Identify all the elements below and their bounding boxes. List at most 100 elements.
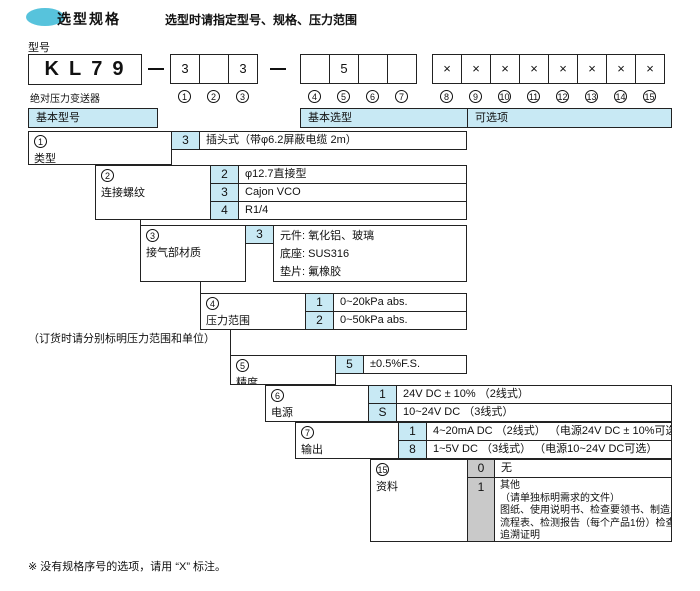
circled-number-icon: 5 [236,359,249,372]
position-marker-7: 7 [395,90,408,103]
desc-cell: 其他 （请单独标明需求的文件） 图纸、使用说明书、检查要领书、制造工艺 流程表、… [494,477,672,542]
model-code-box-12: × [548,54,578,84]
model-number-label: 型号 [28,42,50,54]
desc-cell: 元件: 氧化铝、玻璃 底座: SUS316 垫片: 氟橡胶 [273,225,467,282]
desc-cell: 插头式（带φ6.2屏蔽电缆 2m） [199,131,467,150]
group-label-accuracy: 5 精度 [230,355,336,385]
position-marker-13: 13 [585,90,598,103]
group-label-documents: 15 资料 [370,459,468,542]
model-code-box-9: × [461,54,491,84]
desc-cell: 无 [494,459,672,478]
circled-number-icon: 15 [376,463,389,476]
position-marker-14: 14 [614,90,627,103]
connector-line [200,282,201,293]
group-name: 压力范围 [206,315,250,327]
group-name: 资料 [376,481,398,493]
code-cell: 2 [305,311,334,330]
connector-line [230,330,231,355]
group-name: 精度 [236,377,258,385]
desc-line: 底座: SUS316 [280,248,350,260]
group-name: 连接螺纹 [101,187,145,199]
code-cell: 1 [467,477,495,542]
group-label-thread: 2 连接螺纹 [95,165,211,220]
model-code-box-15: × [635,54,665,84]
model-code-box-2 [199,54,229,84]
position-marker-11: 11 [527,90,540,103]
model-code-box-11: × [519,54,549,84]
dash-separator [270,68,286,70]
code-cell: 1 [398,422,427,441]
desc-cell: 10~24V DC （3线式） [396,403,672,422]
desc-line: 追溯证明 [500,530,540,541]
position-marker-15: 15 [643,90,656,103]
group-name: 输出 [301,444,323,456]
desc-cell: ±0.5%F.S. [363,355,467,374]
model-code-box-13: × [577,54,607,84]
group-label-pressure-range: 4 压力范围 [200,293,306,330]
dash-separator [148,68,164,70]
col-header-options: 可选项 [467,108,672,128]
desc-cell: 24V DC ± 10% （2线式） [396,385,672,404]
position-marker-1: 1 [178,90,191,103]
model-series-box: KL79 [28,54,142,85]
code-cell: 8 [398,440,427,459]
model-code-box-14: × [606,54,636,84]
code-cell: 0 [467,459,495,478]
model-code-box-4 [300,54,330,84]
position-marker-3: 3 [236,90,249,103]
order-note: （订货时请分别标明压力范围和单位） [28,333,215,345]
desc-line: 流程表、检测报告（每个产品1份）检查/可 [500,517,672,529]
connector-line [140,219,141,225]
model-code-box-6 [358,54,388,84]
group-label-output: 7 输出 [295,422,399,459]
code-cell: 5 [335,355,364,374]
code-cell: 3 [171,131,200,150]
col-header-basic-model: 基本型号 [28,108,158,128]
model-code-box-10: × [490,54,520,84]
model-code-box-8: × [432,54,462,84]
group-name: 类型 [34,153,56,165]
position-marker-10: 10 [498,90,511,103]
desc-cell: Cajon VCO [238,183,467,202]
position-marker-5: 5 [337,90,350,103]
desc-line: 其他 [500,480,520,491]
desc-cell: 0~20kPa abs. [333,293,467,312]
model-code-box-1: 3 [170,54,200,84]
model-code-box-3: 3 [228,54,258,84]
position-marker-8: 8 [440,90,453,103]
position-marker-4: 4 [308,90,321,103]
code-cell: 1 [368,385,397,404]
col-header-basic-selection: 基本选型 [300,108,468,128]
code-cell: S [368,403,397,422]
code-cell: 3 [245,225,274,244]
code-cell: 3 [210,183,239,202]
section-bullet-icon [26,8,64,26]
desc-cell: φ12.7直接型 [238,165,467,184]
circled-number-icon: 3 [146,229,159,242]
group-name: 接气部材质 [146,247,201,259]
code-cell: 1 [305,293,334,312]
model-code-box-7 [387,54,417,84]
series-caption: 绝对压力变送器 [30,94,100,105]
group-name: 电源 [271,407,293,419]
desc-line: （请单独标明需求的文件） [500,492,620,504]
desc-line: 垫片: 氟橡胶 [280,266,342,278]
group-label-material: 3 接气部材质 [140,225,246,282]
desc-line: 图纸、使用说明书、检查要领书、制造工艺 [500,505,672,516]
group-label-type: 1 类型 [28,131,172,165]
circled-number-icon: 1 [34,135,47,148]
position-marker-6: 6 [366,90,379,103]
circled-number-icon: 2 [101,169,114,182]
desc-cell: 0~50kPa abs. [333,311,467,330]
position-marker-12: 12 [556,90,569,103]
desc-cell: 1~5V DC （3线式） （电源10~24V DC可选） [426,440,672,459]
model-code-box-5: 5 [329,54,359,84]
page-subtitle: 选型时请指定型号、规格、压力范围 [165,13,358,27]
circled-number-icon: 6 [271,389,284,402]
position-marker-9: 9 [469,90,482,103]
circled-number-icon: 4 [206,297,219,310]
code-cell: 4 [210,201,239,220]
group-label-power: 6 电源 [265,385,369,422]
circled-number-icon: 7 [301,426,314,439]
